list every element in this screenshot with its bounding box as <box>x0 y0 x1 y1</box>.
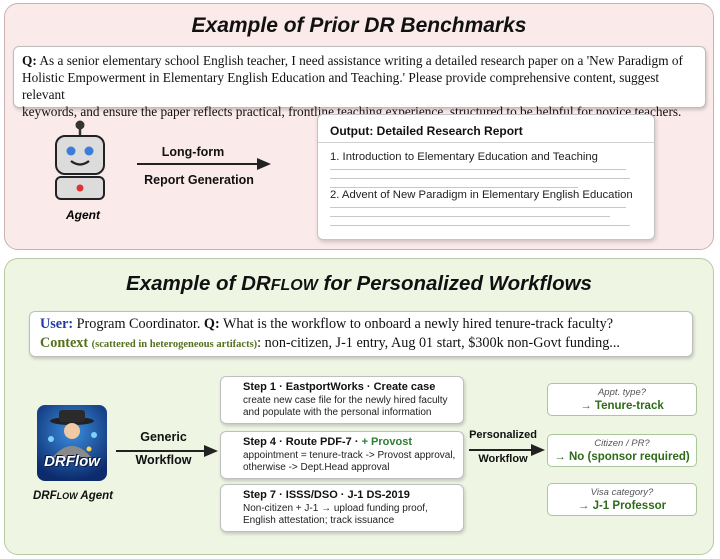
question-text: What is the workflow to onboard a newly … <box>222 316 613 332</box>
drflow-agent-label: DRFlow Agent <box>23 490 123 502</box>
workflow-step-4: Step 4 · Route PDF-7 · + Provost appoint… <box>220 431 464 479</box>
context-label: Context <box>40 335 89 351</box>
answer-question: Visa category? <box>590 487 654 498</box>
robot-agent-icon <box>55 120 105 200</box>
report-title: Output: Detailed Research Report <box>330 124 523 138</box>
detective-icon <box>48 410 97 457</box>
q-label: Q: <box>203 316 220 332</box>
arrow-label-bottom: Report Generation <box>144 173 254 187</box>
step-line: create new case file for the newly hired… <box>243 395 448 406</box>
agent-prefix: DRF <box>33 490 57 502</box>
prior-question-box: Q: As a senior elementary school English… <box>13 46 706 119</box>
step-line: and populate with the personal informati… <box>243 407 432 419</box>
step-line: appointment = tenure-track -> Provost ap… <box>243 450 456 461</box>
logo-text: DRFlow <box>44 453 100 470</box>
report-output-box: Output: Detailed Research Report 1. Intr… <box>317 114 655 240</box>
answer-value: → No (sponsor required) <box>554 451 690 463</box>
text-placeholder-line <box>330 216 610 217</box>
step-title-extra: + Provost <box>361 436 412 448</box>
step-line: English attestation; track issuance <box>243 515 395 527</box>
answer-box-visa: Visa category? → J-1 Professor <box>547 483 697 516</box>
drflow-logo: DRFlow <box>37 405 107 481</box>
question-line-1: As a senior elementary school English te… <box>39 53 683 68</box>
report-item: 2. Advent of New Paradigm in Elementary … <box>330 189 633 201</box>
answer-question: Citizen / PR? <box>594 438 650 449</box>
text-placeholder-line <box>330 207 626 208</box>
user-text: Program Coordinator. <box>76 316 201 332</box>
prior-benchmarks-panel: Example of Prior DR Benchmarks Q: As a s… <box>4 3 714 250</box>
answer-value: → J-1 Professor <box>577 500 667 512</box>
question-line-2: Holistic Empowerment in Elementary Engli… <box>22 70 660 102</box>
text-placeholder-line <box>330 187 578 188</box>
arrow-right-icon <box>137 158 271 170</box>
report-divider <box>318 142 654 143</box>
text-placeholder-line <box>330 178 630 179</box>
step-title: Step 7 · ISSS/DSO · J-1 DS-2019 <box>243 489 410 501</box>
workflow-step-7: Step 7 · ISSS/DSO · J-1 DS-2019 Non-citi… <box>220 484 464 532</box>
step-line: otherwise -> Dept.Head approval <box>243 462 390 474</box>
step-title-main: Step 4 · Route PDF-7 · <box>243 436 362 448</box>
personalized-label-top: Personalized <box>469 429 537 441</box>
generic-label-bottom: Workflow <box>135 453 192 467</box>
step-title: Step 4 · Route PDF-7 · + Provost <box>243 435 457 450</box>
workflow-step-1: Step 1 · EastportWorks · Create case cre… <box>220 376 464 424</box>
agent-suffix: Agent <box>77 490 113 502</box>
text-placeholder-line <box>330 225 630 226</box>
title-small-caps: Flow <box>270 277 318 294</box>
context-note: (scattered in heterogeneous artifacts) <box>91 339 258 350</box>
arrow-label-top: Long-form <box>161 145 225 159</box>
step-title: Step 1 · EastportWorks · Create case <box>243 381 436 393</box>
step-line: Non-citizen + J-1 → upload funding proof… <box>243 503 428 514</box>
arrow-right-icon <box>469 444 545 456</box>
answer-box-citizen: Citizen / PR? → No (sponsor required) <box>547 434 697 467</box>
title-prefix: Example of DR <box>126 272 271 295</box>
agent-label: Agent <box>66 208 100 222</box>
title-suffix: for Personalized Workflows <box>317 272 592 295</box>
drflow-panel: Example of DRFlow for Personalized Workf… <box>4 258 714 555</box>
answer-value: → Tenure-track <box>580 400 664 412</box>
user-label: User: <box>40 316 74 332</box>
arrow-right-icon <box>116 445 218 457</box>
personalized-label-bottom: Workflow <box>478 453 528 465</box>
drflow-question-box: User: Program Coordinator. Q: What is th… <box>29 311 693 357</box>
prior-panel-title: Example of Prior DR Benchmarks <box>191 14 527 37</box>
generic-label-top: Generic <box>140 430 187 444</box>
drflow-panel-title: Example of DRFlow for Personalized Workf… <box>5 272 713 296</box>
context-text: : non-citizen, J-1 entry, Aug 01 start, … <box>257 335 620 351</box>
answer-box-appt-type: Appt. type? → Tenure-track <box>547 383 697 416</box>
answer-question: Appt. type? <box>597 387 647 398</box>
question-prefix: Q: <box>22 53 37 68</box>
text-placeholder-line <box>330 169 626 170</box>
report-item: 1. Introduction to Elementary Education … <box>330 151 598 163</box>
agent-small-caps: low <box>56 491 78 501</box>
